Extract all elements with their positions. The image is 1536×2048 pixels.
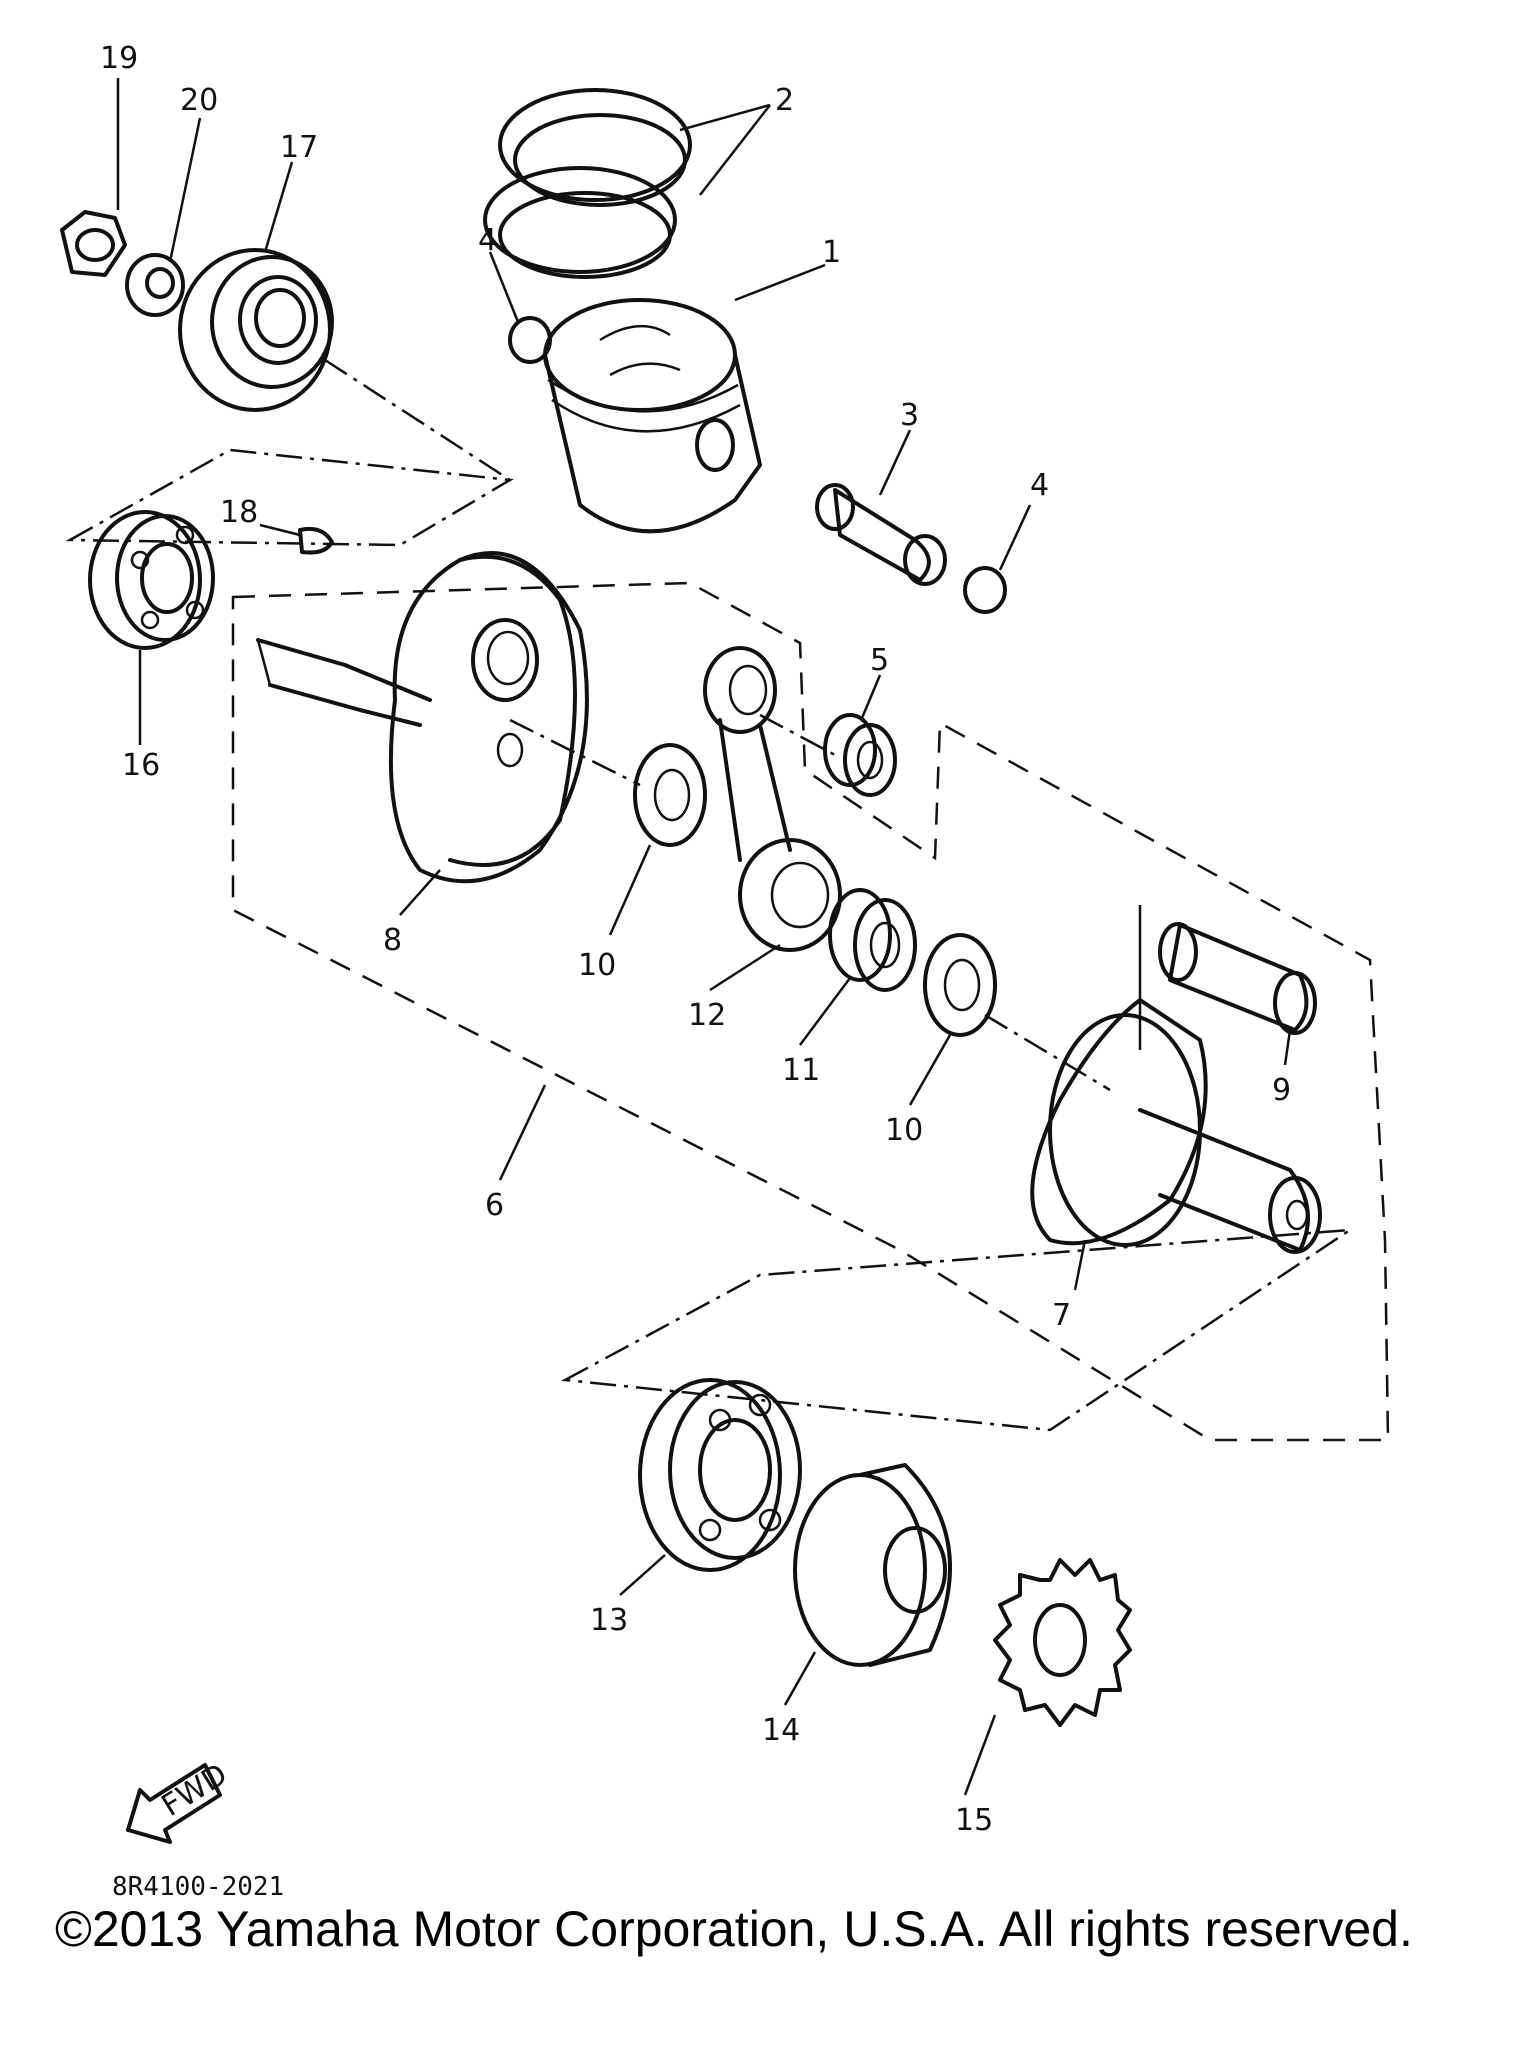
part-17-oil-seal — [178, 248, 334, 412]
fwd-label: FWD — [156, 1757, 234, 1824]
callout-6: 6 — [485, 1188, 504, 1223]
part-15-gear — [993, 1558, 1132, 1727]
callout-4-top: 4 — [478, 223, 497, 258]
part-10-washer-left — [633, 743, 707, 847]
callout-3: 3 — [900, 398, 919, 433]
copyright-notice: ©2013 Yamaha Motor Corporation, U.S.A. A… — [55, 1901, 1413, 1957]
callout-13: 13 — [590, 1603, 628, 1638]
callout-2: 2 — [775, 83, 794, 118]
callout-17: 17 — [280, 130, 318, 165]
part-9-crank-pin — [1138, 905, 1317, 1050]
part-1-piston — [543, 298, 762, 534]
part-20-washer — [125, 253, 185, 317]
axis-line-conrod — [759, 713, 836, 757]
axis-line-top — [324, 358, 511, 482]
fwd-arrow-icon: FWD — [126, 1757, 234, 1844]
callout-15: 15 — [955, 1803, 993, 1838]
callout-19: 19 — [100, 41, 138, 76]
part-5-needle-bearing-small — [823, 713, 897, 797]
callout-16: 16 — [122, 748, 160, 783]
part-4-circlip-right — [963, 566, 1007, 614]
crankshaft-assembly-outline — [231, 581, 1390, 1442]
part-14-spacer — [793, 1463, 952, 1667]
axis-line-washer — [984, 1013, 1111, 1092]
bearing-group-outline — [560, 1228, 1355, 1432]
callout-18: 18 — [220, 495, 258, 530]
part-11-needle-bearing-big — [828, 888, 917, 992]
callout-1: 1 — [822, 235, 841, 270]
axis-line-crankpin — [509, 718, 641, 787]
callout-14: 14 — [762, 1713, 800, 1748]
part-3-piston-pin — [815, 483, 947, 586]
part-18-key — [298, 526, 334, 555]
part-10-washer-right — [923, 933, 997, 1037]
callout-10-left: 10 — [578, 948, 616, 983]
callout-12: 12 — [688, 998, 726, 1033]
callout-11: 11 — [782, 1053, 820, 1088]
callout-9: 9 — [1272, 1073, 1291, 1108]
part-16-bearing — [88, 510, 215, 650]
part-7-crank-right — [1030, 998, 1322, 1254]
part-2-piston-rings — [483, 88, 692, 279]
callout-5: 5 — [870, 643, 889, 678]
leader-lines — [116, 78, 1292, 1796]
part-13-bearing — [638, 1378, 802, 1572]
callout-10-right: 10 — [885, 1113, 923, 1148]
drawing-code: 8R4100-2021 — [112, 1872, 284, 1902]
callout-8: 8 — [383, 923, 402, 958]
part-12-connecting-rod — [703, 646, 842, 952]
part-8-crank-left — [256, 551, 589, 884]
callout-20: 20 — [180, 83, 218, 118]
callout-7: 7 — [1052, 1298, 1071, 1333]
callout-4-right: 4 — [1030, 468, 1049, 503]
part-19-nut — [60, 210, 127, 277]
